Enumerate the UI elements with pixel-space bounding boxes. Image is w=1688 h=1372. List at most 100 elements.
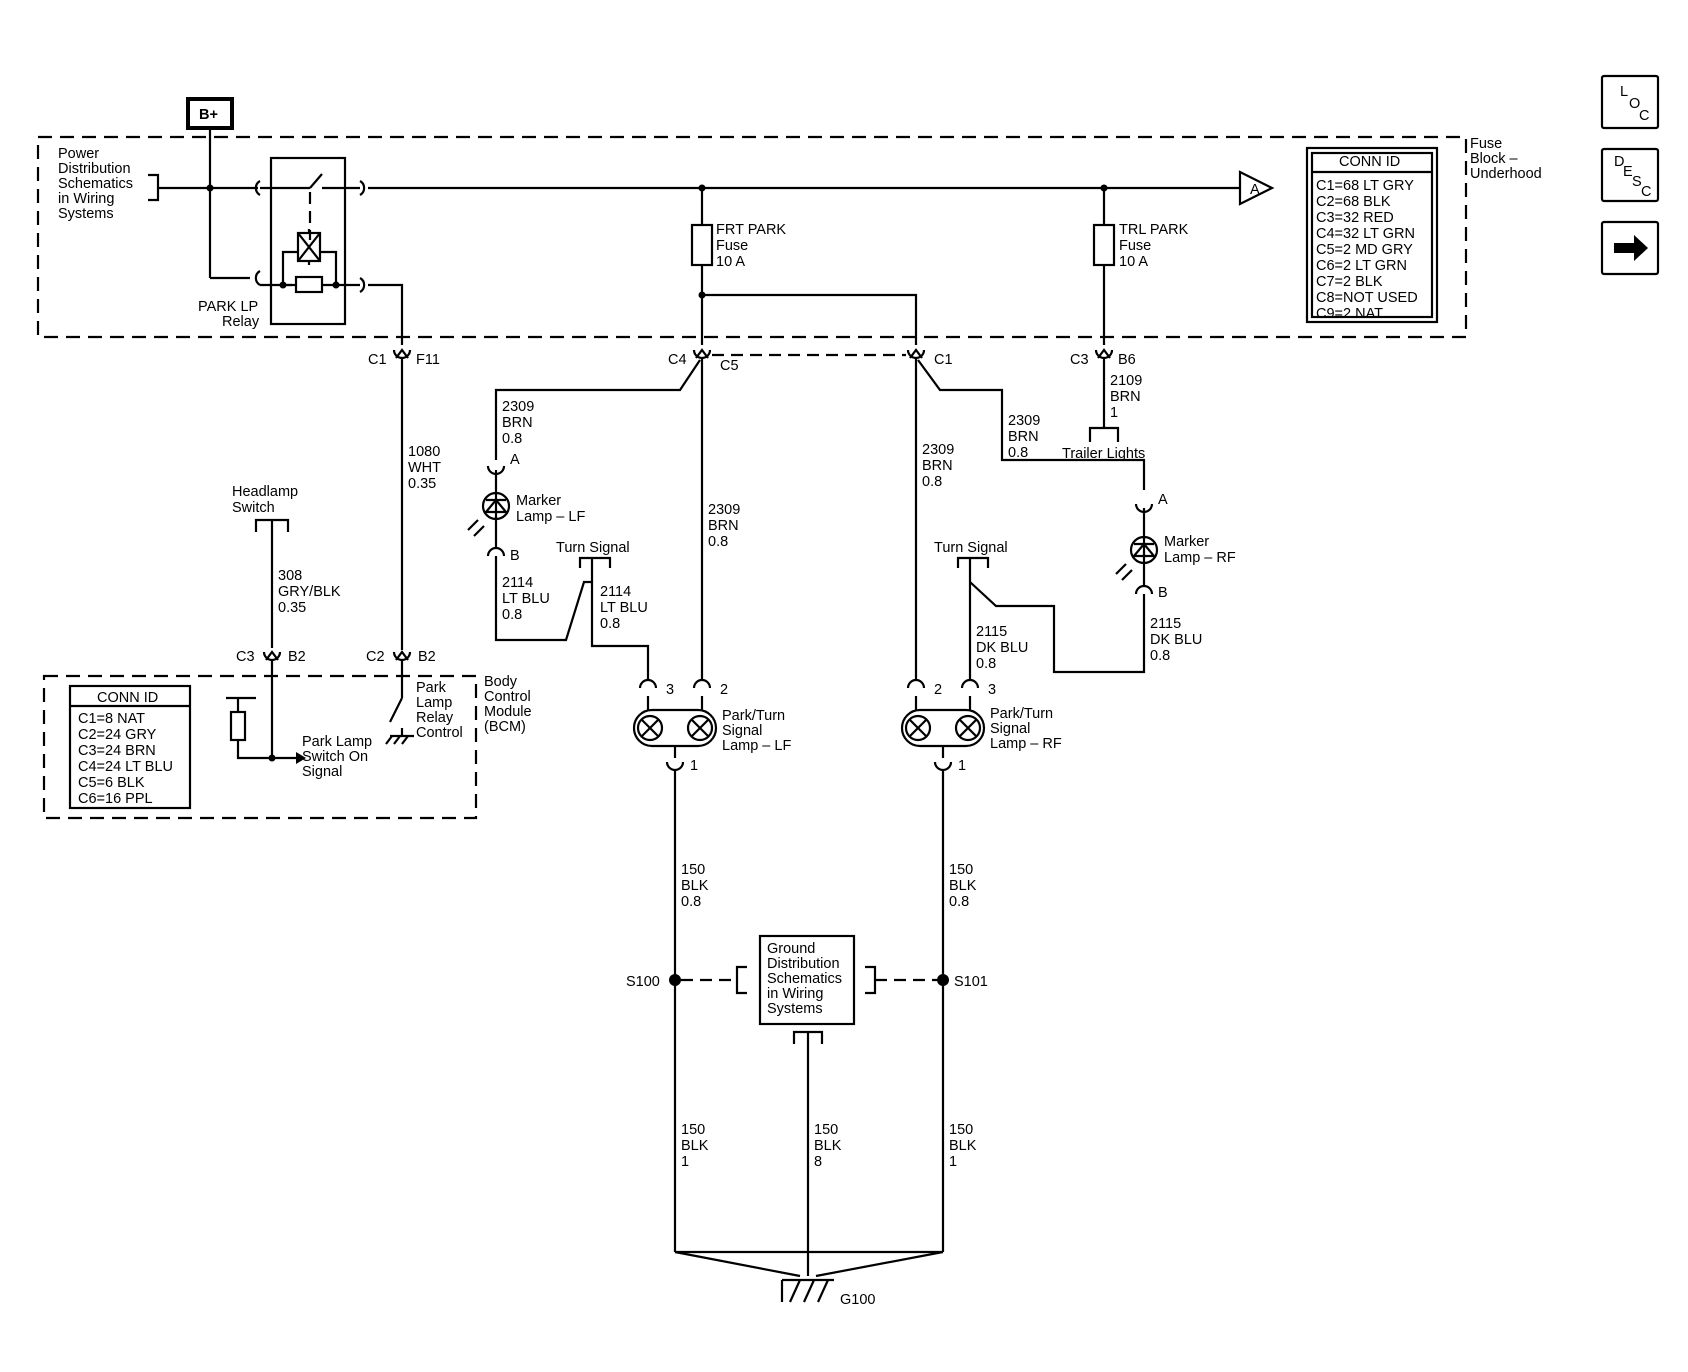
svg-text:Systems: Systems [58,206,114,222]
wire-2309-d-label: 2309 BRN 0.8 [1008,413,1040,461]
svg-text:C2: C2 [366,649,385,665]
power-distribution-reference: Power Distribution Schematics in Wiring … [58,146,133,222]
svg-text:Distribution: Distribution [58,161,131,177]
arrow-right-icon [1614,235,1648,261]
park-lamp-relay-control-circuit: Park Lamp Relay Control [385,660,463,745]
svg-text:1: 1 [690,758,698,774]
svg-text:2115: 2115 [976,624,1007,640]
svg-text:(BCM): (BCM) [484,719,526,735]
svg-text:2309: 2309 [1008,413,1040,429]
wire-150-e-label: 150 BLK 1 [949,1122,977,1170]
svg-text:10 A: 10 A [716,254,745,270]
svg-text:DK BLU: DK BLU [976,640,1028,656]
svg-text:C2=24 GRY: C2=24 GRY [78,727,157,743]
svg-text:Lamp – LF: Lamp – LF [722,738,791,754]
ground-distribution-reference: Ground Distribution Schematics in Wiring… [758,934,856,1044]
svg-text:in Wiring: in Wiring [58,191,114,207]
svg-text:Signal: Signal [990,721,1030,737]
svg-text:Lamp – RF: Lamp – RF [1164,550,1236,566]
bcm-conn-id-table: CONN ID C1=8 NAT C2=24 GRY C3=24 BRN C4=… [68,684,192,810]
svg-text:Fuse: Fuse [716,238,748,254]
wire-150-a-label: 150 BLK 0.8 [681,862,709,910]
svg-text:Park/Turn: Park/Turn [990,706,1053,722]
svg-text:Body: Body [484,674,518,690]
svg-text:BRN: BRN [708,518,739,534]
next-arrow-button[interactable] [1600,220,1660,276]
svg-text:C1: C1 [368,352,387,368]
svg-text:BRN: BRN [922,458,953,474]
svg-text:BRN: BRN [502,415,533,431]
svg-text:Relay: Relay [222,314,260,330]
svg-text:1: 1 [681,1154,689,1170]
svg-text:1080: 1080 [408,444,440,460]
desc-button[interactable]: D E S C [1600,147,1660,203]
svg-text:2: 2 [934,682,942,698]
svg-text:C9=2 NAT: C9=2 NAT [1316,306,1383,322]
svg-text:G100: G100 [840,1292,875,1308]
svg-text:0.8: 0.8 [708,534,728,550]
svg-text:A: A [1158,492,1168,508]
svg-text:Lamp: Lamp [416,695,452,711]
wire-2309-b-label: 2309 BRN 0.8 [708,502,740,550]
wire-2109-label: 2109 BRN 1 [1110,373,1142,421]
svg-text:0.35: 0.35 [408,476,436,492]
connector-c2-b2: C2 B2 [366,649,436,665]
svg-text:Control: Control [416,725,463,741]
svg-text:308: 308 [278,568,302,584]
splice-s100: S100 [626,974,681,990]
svg-text:C7=2 BLK: C7=2 BLK [1316,274,1383,290]
offpage-a-label: A [1250,182,1260,198]
park-turn-signal-lamp-rf: 2 3 1 Park/Turn Signal Lamp – RF [900,678,1062,774]
svg-text:CONN ID: CONN ID [97,690,158,706]
wire-2115-a-label: 2115 DK BLU 0.8 [976,624,1028,672]
frt-park-fuse [690,223,714,267]
svg-text:LT BLU: LT BLU [600,600,648,616]
svg-text:1: 1 [958,758,966,774]
svg-text:0.35: 0.35 [278,600,306,616]
turn-signal-left-label: Turn Signal [556,540,630,556]
wire-2309-c-label: 2309 BRN 0.8 [922,442,954,490]
svg-text:2114: 2114 [600,584,631,600]
splice-s101: S101 [937,974,988,990]
svg-text:F11: F11 [416,352,440,368]
svg-text:150: 150 [681,862,705,878]
svg-text:Block –: Block – [1470,151,1518,167]
marker-lamp-rf: A B Marker Lamp – RF [1115,492,1236,601]
svg-text:C: C [1641,184,1651,200]
svg-text:C1: C1 [934,352,953,368]
fuse-block-label: Fuse Block – Underhood [1470,136,1542,182]
svg-text:A: A [510,452,520,468]
connector-c4-c5: C4 C5 [668,348,739,374]
connector-c1-right: C1 [906,348,953,368]
svg-text:BLK: BLK [814,1138,842,1154]
svg-text:2309: 2309 [502,399,534,415]
svg-text:Headlamp: Headlamp [232,484,298,500]
offpage-connector-a [1238,170,1275,206]
svg-text:FRT PARK: FRT PARK [716,222,786,238]
svg-text:C2=68 BLK: C2=68 BLK [1316,194,1391,210]
svg-text:Lamp – RF: Lamp – RF [990,736,1062,752]
marker-lamp-lf: A B Marker Lamp – LF [467,452,585,564]
svg-text:0.8: 0.8 [502,607,522,623]
svg-text:PARK LP: PARK LP [198,299,258,315]
svg-text:O: O [1629,96,1640,112]
svg-text:10 A: 10 A [1119,254,1148,270]
svg-text:BRN: BRN [1008,429,1039,445]
wire-150-c-label: 150 BLK 1 [681,1122,709,1170]
wire-2114-a-label: 2114 LT BLU 0.8 [502,575,550,623]
svg-text:S: S [1632,174,1642,190]
svg-text:B+: B+ [199,107,218,123]
connector-c3-b6: C3 B6 [1070,348,1136,368]
battery-positive-badge: B+ [186,97,234,130]
trl-park-fuse [1092,223,1116,267]
svg-text:Module: Module [484,704,532,720]
loc-button[interactable]: L O C [1600,74,1660,130]
svg-text:S100: S100 [626,974,660,990]
svg-text:C1=8 NAT: C1=8 NAT [78,711,145,727]
svg-text:2: 2 [720,682,728,698]
svg-text:0.8: 0.8 [1008,445,1028,461]
svg-text:0.8: 0.8 [922,474,942,490]
svg-text:B6: B6 [1118,352,1136,368]
svg-text:Distribution: Distribution [767,956,840,972]
